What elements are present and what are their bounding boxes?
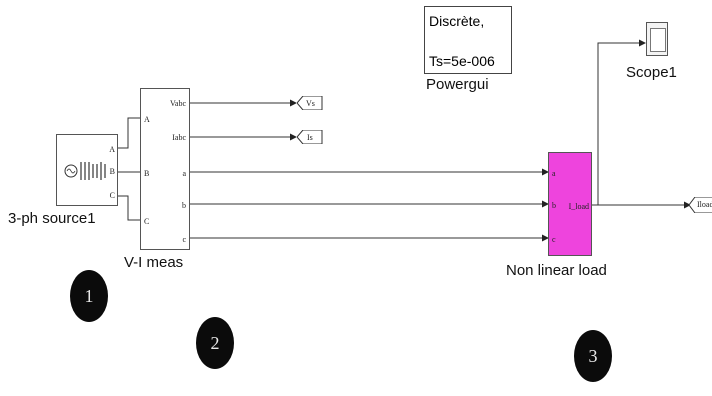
source-port-a: A — [109, 145, 115, 154]
load-label: Non linear load — [506, 262, 607, 279]
vi-in-port-a: A — [144, 115, 150, 124]
vi-measurement-block[interactable]: A B C Vabc Iabc a b c — [140, 88, 190, 250]
step-marker-1: 1 — [70, 270, 108, 322]
vi-in-port-c: C — [144, 217, 150, 226]
step-marker-3: 3 — [574, 330, 612, 382]
source-port-c: C — [109, 191, 115, 200]
goto-tag-vs-text: Vs — [306, 99, 315, 108]
vi-meas-label: V-I meas — [124, 254, 184, 271]
load-port-a: a — [552, 169, 556, 178]
goto-tag-vs[interactable] — [297, 96, 323, 110]
vi-out-port-vabc: Vabc — [170, 99, 186, 108]
powergui-mode: Discrète, — [429, 13, 485, 29]
vi-out-port-a: a — [182, 169, 186, 178]
scope-screen-icon — [650, 28, 666, 52]
powergui-block[interactable]: Discrète, Ts=5e-006 — [424, 6, 512, 74]
goto-tag-iload-text: Iload — [697, 200, 712, 209]
nonlinear-load-block[interactable]: a b c I_load — [548, 152, 592, 256]
ac-source-icon — [64, 162, 106, 180]
goto-tag-is[interactable] — [297, 130, 323, 144]
vi-in-port-b: B — [144, 169, 150, 178]
step-marker-2: 2 — [196, 317, 234, 369]
goto-tag-iload[interactable] — [689, 197, 712, 213]
powergui-label: Powergui — [426, 76, 489, 93]
vi-out-port-c: c — [182, 235, 186, 244]
load-port-c: c — [552, 235, 556, 244]
three-phase-source-block[interactable]: A B C — [56, 134, 118, 206]
source-label: 3-ph source1 — [8, 210, 96, 227]
load-port-b: b — [552, 201, 556, 210]
scope-label: Scope1 — [626, 64, 677, 81]
vi-out-port-iabc: Iabc — [172, 133, 186, 142]
scope-block[interactable] — [646, 22, 668, 56]
goto-tag-is-text: Is — [307, 133, 313, 142]
vi-out-port-b: b — [182, 201, 186, 210]
powergui-sample-time: Ts=5e-006 — [429, 53, 495, 69]
source-port-b: B — [109, 167, 115, 176]
load-out-port: I_load — [568, 202, 589, 211]
